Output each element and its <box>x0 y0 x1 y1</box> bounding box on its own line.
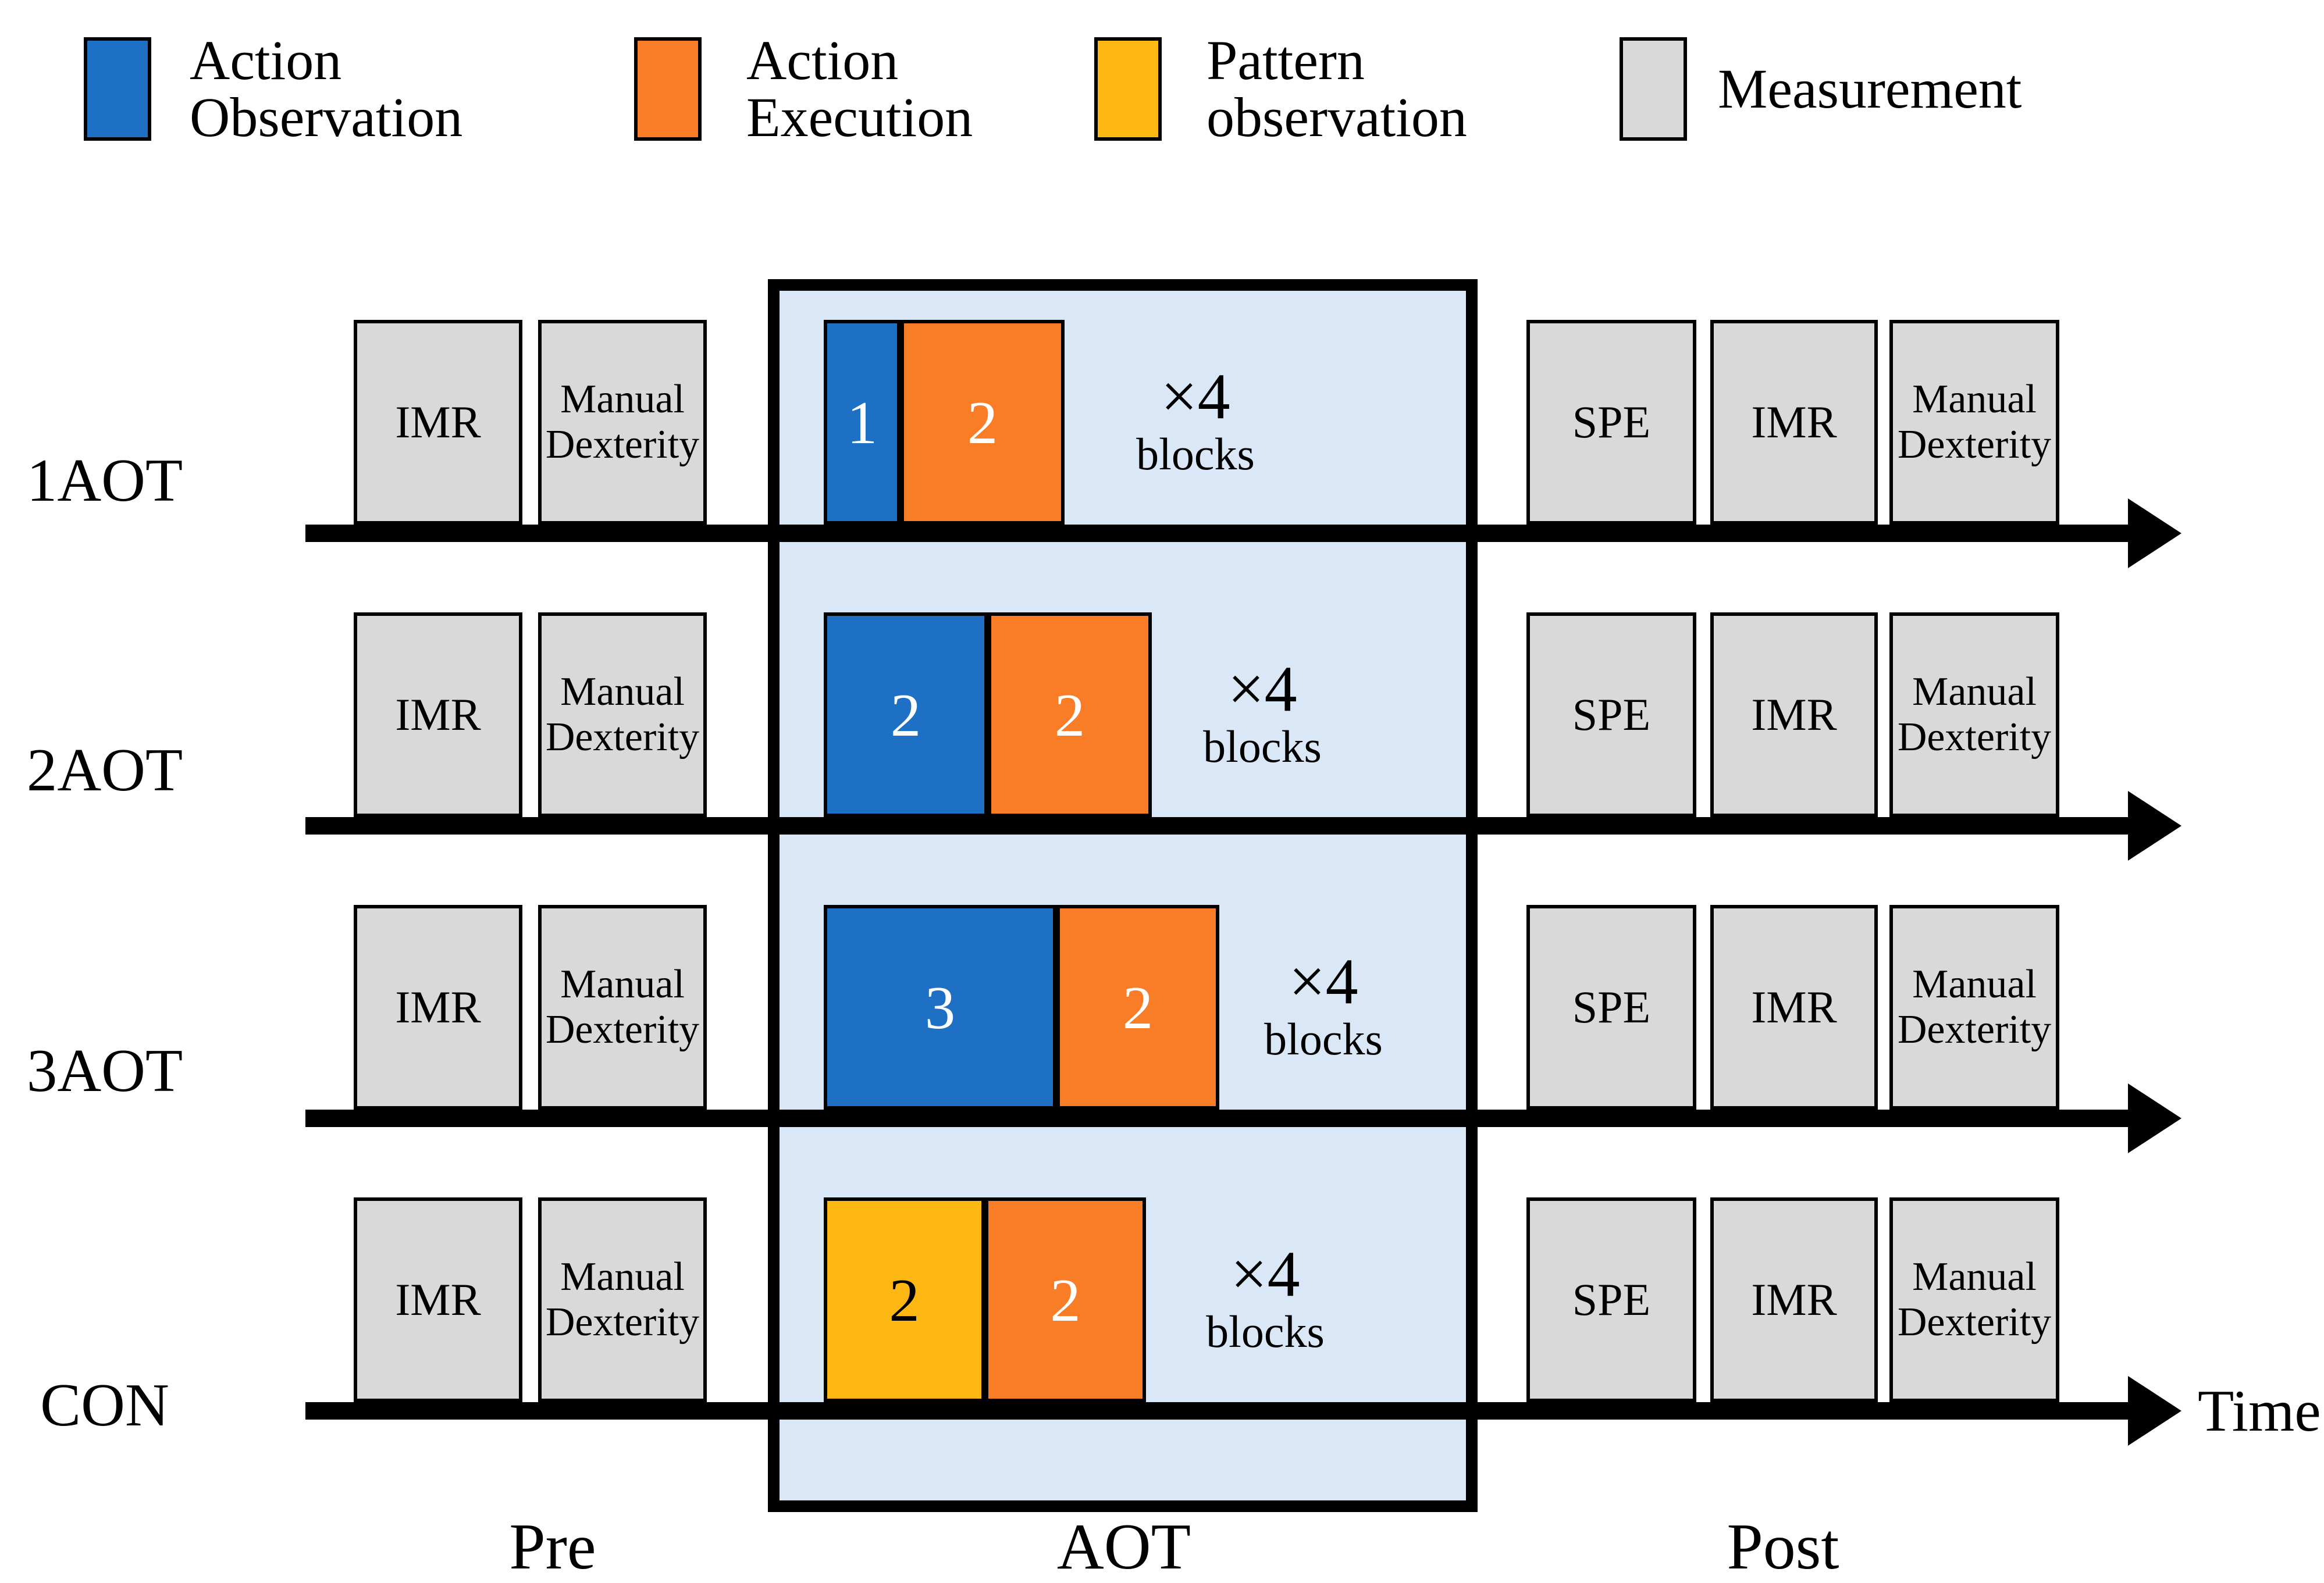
repeat-times-2aot: ×4 <box>1227 653 1297 726</box>
timeline-arrowhead-con <box>2128 1376 2181 1446</box>
row-label-2aot: 2AOT <box>26 735 183 804</box>
legend-label-action-execution: Action Execution <box>746 29 973 148</box>
action-observation-block-1aot: 1 <box>824 320 901 525</box>
post-imr-box-3aot: IMR <box>1710 905 1878 1110</box>
pre-manual-dexterity-box-2aot: Manual Dexterity <box>538 612 707 817</box>
phase-label-post: Post <box>1727 1510 1839 1583</box>
repeat-annotation-1aot: ×4 blocks <box>1097 349 1294 494</box>
repeat-unit-con: blocks <box>1206 1306 1325 1357</box>
timeline-2aot <box>305 817 2130 835</box>
timeline-3aot <box>305 1110 2130 1127</box>
timeline-1aot <box>305 525 2130 542</box>
post-spe-box-1aot: SPE <box>1526 320 1696 525</box>
phase-label-pre: Pre <box>509 1510 596 1583</box>
action-execution-block-con: 2 <box>985 1197 1146 1402</box>
post-manual-dexterity-box-2aot: Manual Dexterity <box>1889 612 2059 817</box>
repeat-unit-2aot: blocks <box>1203 721 1322 772</box>
action-observation-block-2aot: 2 <box>824 612 988 817</box>
legend-item-action-observation: Action Observation <box>84 29 607 148</box>
timeline-arrowhead-1aot <box>2128 498 2181 568</box>
post-spe-box-3aot: SPE <box>1526 905 1696 1110</box>
repeat-times-con: ×4 <box>1230 1238 1300 1311</box>
timeline-con <box>305 1402 2130 1420</box>
legend-item-pattern-observation: Pattern observation <box>1094 29 1606 148</box>
repeat-annotation-con: ×4 blocks <box>1166 1227 1364 1372</box>
post-manual-dexterity-box-3aot: Manual Dexterity <box>1889 905 2059 1110</box>
legend-label-measurement: Measurement <box>1718 58 2022 120</box>
post-spe-box-con: SPE <box>1526 1197 1696 1402</box>
timeline-arrowhead-3aot <box>2128 1083 2181 1153</box>
repeat-unit-3aot: blocks <box>1264 1014 1383 1065</box>
timeline-arrowhead-2aot <box>2128 791 2181 861</box>
post-spe-box-2aot: SPE <box>1526 612 1696 817</box>
action-execution-block-2aot: 2 <box>988 612 1152 817</box>
pattern-observation-swatch <box>1094 37 1162 141</box>
action-execution-block-1aot: 2 <box>901 320 1065 525</box>
row-label-1aot: 1AOT <box>26 445 183 514</box>
action-execution-block-3aot: 2 <box>1056 905 1219 1110</box>
pre-manual-dexterity-box-3aot: Manual Dexterity <box>538 905 707 1110</box>
row-label-con: CON <box>40 1370 169 1439</box>
pre-imr-box-1aot: IMR <box>354 320 522 525</box>
legend-label-pattern-observation: Pattern observation <box>1207 29 1467 148</box>
row-label-3aot: 3AOT <box>26 1036 183 1104</box>
measurement-swatch <box>1620 37 1687 141</box>
action-observation-block-3aot: 3 <box>824 905 1056 1110</box>
post-manual-dexterity-box-con: Manual Dexterity <box>1889 1197 2059 1402</box>
repeat-unit-1aot: blocks <box>1136 429 1255 480</box>
repeat-times-3aot: ×4 <box>1289 946 1358 1018</box>
pre-imr-box-2aot: IMR <box>354 612 522 817</box>
repeat-times-1aot: ×4 <box>1161 361 1230 433</box>
pre-imr-box-con: IMR <box>354 1197 522 1402</box>
post-imr-box-1aot: IMR <box>1710 320 1878 525</box>
legend-label-action-observation: Action Observation <box>190 29 463 148</box>
post-imr-box-con: IMR <box>1710 1197 1878 1402</box>
time-axis-label: Time <box>2198 1378 2321 1444</box>
legend-item-measurement: Measurement <box>1620 35 2201 145</box>
phase-label-aot: AOT <box>1056 1510 1191 1583</box>
repeat-annotation-3aot: ×4 blocks <box>1225 934 1422 1079</box>
legend-item-action-execution: Action Execution <box>634 29 1134 148</box>
pre-manual-dexterity-box-con: Manual Dexterity <box>538 1197 707 1402</box>
post-manual-dexterity-box-1aot: Manual Dexterity <box>1889 320 2059 525</box>
pattern-observation-block-con: 2 <box>824 1197 985 1402</box>
action-execution-swatch <box>634 37 702 141</box>
pre-manual-dexterity-box-1aot: Manual Dexterity <box>538 320 707 525</box>
action-observation-swatch <box>84 37 151 141</box>
post-imr-box-2aot: IMR <box>1710 612 1878 817</box>
repeat-annotation-2aot: ×4 blocks <box>1163 641 1361 787</box>
pre-imr-box-3aot: IMR <box>354 905 522 1110</box>
